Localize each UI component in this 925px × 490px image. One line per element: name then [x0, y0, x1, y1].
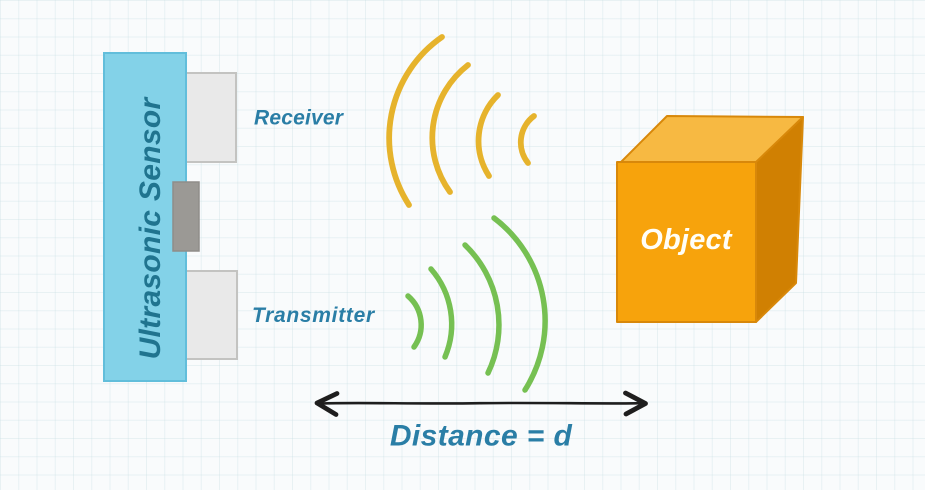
- svg-text:Ultrasonic Sensor: Ultrasonic Sensor: [134, 96, 167, 360]
- svg-text:Receiver: Receiver: [254, 107, 345, 130]
- svg-text:Object: Object: [640, 224, 733, 256]
- svg-text:Transmitter: Transmitter: [252, 304, 376, 327]
- svg-text:Distance = d: Distance = d: [390, 420, 573, 453]
